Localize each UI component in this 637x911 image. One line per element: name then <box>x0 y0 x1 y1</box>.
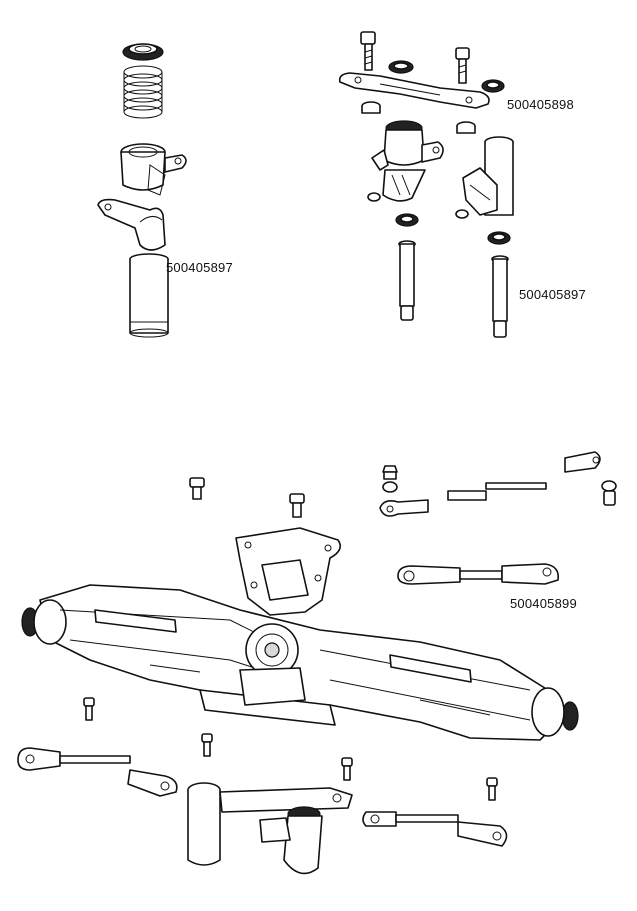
screw-b3 <box>341 757 353 781</box>
chassis-assembly <box>17 451 617 875</box>
kingpin-left-pin <box>398 240 416 321</box>
upper-arm-plate <box>338 72 490 109</box>
bearing-c <box>395 213 419 227</box>
part-number-left-post: 500405897 <box>166 260 233 275</box>
upright-tube <box>462 136 514 216</box>
bearing-d <box>487 231 511 245</box>
screw-b1 <box>83 697 95 721</box>
part-number-turnbuckle: 500405899 <box>510 596 577 611</box>
chassis-body <box>21 584 579 741</box>
steering-block-upper <box>120 143 187 196</box>
left-shock-group <box>97 43 187 338</box>
coil-spring <box>123 65 163 119</box>
screw-top-right <box>455 47 470 84</box>
spacer-b <box>456 121 476 134</box>
screw-c2 <box>289 493 305 518</box>
bearing-a <box>388 60 414 74</box>
hub-carrier <box>371 120 444 202</box>
shock-cap <box>122 43 164 61</box>
tie-rod-right <box>362 811 508 847</box>
kingpin-post-left <box>129 253 169 338</box>
turnbuckle-short <box>397 563 560 585</box>
steering-block-lower <box>97 198 166 251</box>
small-nut-a <box>367 192 381 202</box>
lower-knuckle <box>187 782 353 875</box>
shock-tower <box>235 527 341 616</box>
right-hub-group <box>338 31 514 338</box>
part-number-upper-arm: 500405898 <box>507 97 574 112</box>
tie-rod-left <box>17 747 178 797</box>
screw-b2 <box>201 733 213 757</box>
small-nut-b <box>455 209 469 219</box>
screw-c1 <box>189 477 205 500</box>
turnbuckle-long <box>379 451 617 517</box>
bearing-b <box>481 79 505 93</box>
kingpin-right-pin <box>491 255 509 338</box>
screw-b4 <box>486 777 498 801</box>
spacer-a <box>361 101 381 114</box>
screw-top-left <box>360 31 376 71</box>
part-number-right-post: 500405897 <box>519 287 586 302</box>
